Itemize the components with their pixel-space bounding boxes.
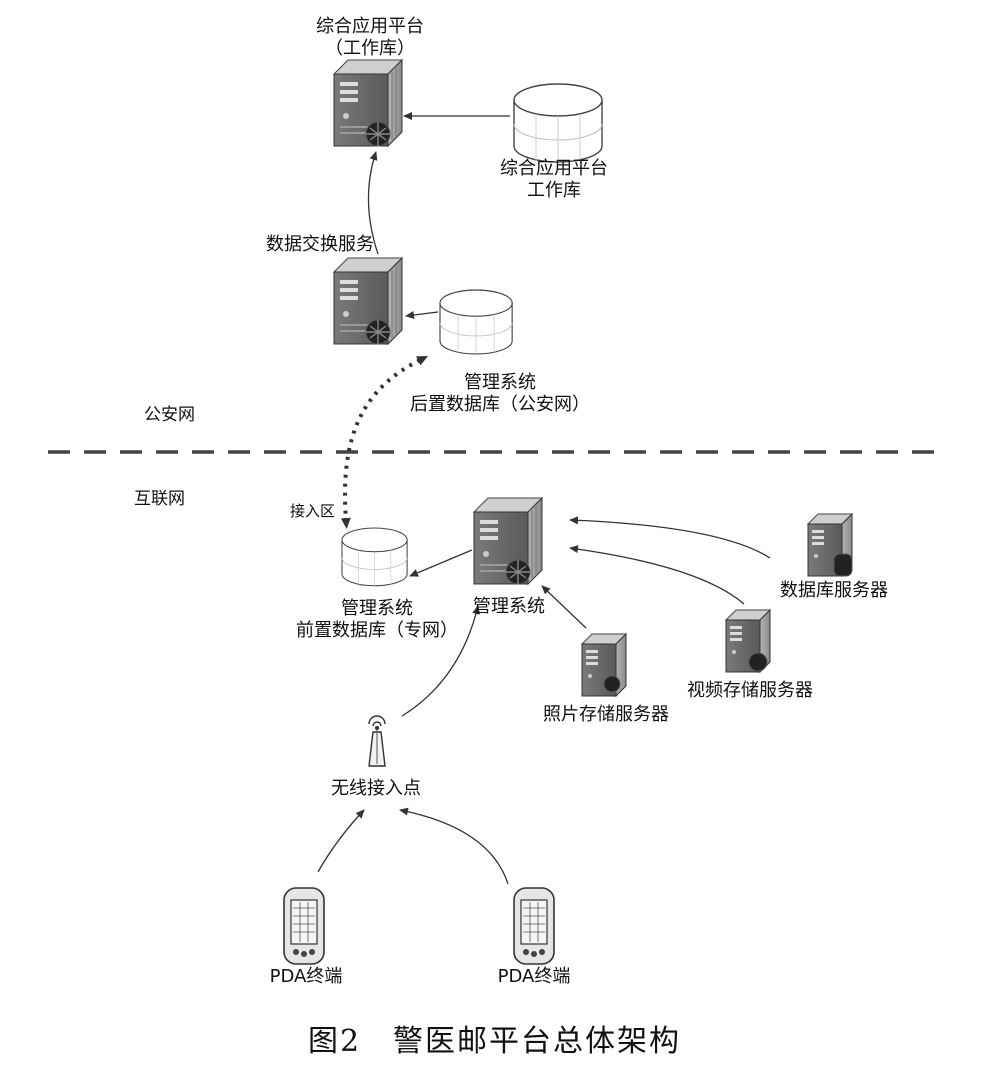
platform-server-label: 综合应用平台 （工作库） xyxy=(300,16,440,60)
platform-server xyxy=(333,59,403,147)
arrow-mgmt-to-frontdb xyxy=(409,549,473,577)
wireless-ap-icon xyxy=(368,715,386,767)
pda-1-label: PDA终端 xyxy=(269,966,343,987)
platform-db-label-line2: 工作库 xyxy=(527,180,581,201)
pda-1 xyxy=(283,887,325,965)
platform-server-label-line1: 综合应用平台 xyxy=(316,16,424,37)
arrow-pda1-to-ap xyxy=(317,809,365,873)
front-db xyxy=(341,527,408,587)
zone-label-internet: 互联网 xyxy=(134,489,185,509)
rear-db-label-line1: 管理系统 xyxy=(464,372,536,393)
front-db-label: 管理系统 前置数据库（专网） xyxy=(282,598,472,642)
mgmt-server xyxy=(473,497,543,585)
front-db-label-line1: 管理系统 xyxy=(341,598,413,619)
pda-2 xyxy=(513,887,555,965)
platform-db-label: 综合应用平台 工作库 xyxy=(484,158,624,202)
mgmt-server-label: 管理系统 xyxy=(473,596,545,617)
pda-2-label: PDA终端 xyxy=(497,966,571,987)
wireless-ap-label: 无线接入点 xyxy=(331,778,421,799)
arrow-pda2-to-ap xyxy=(399,807,509,885)
db-server-label: 数据库服务器 xyxy=(780,580,888,601)
platform-db-label-line1: 综合应用平台 xyxy=(500,158,608,179)
arrow-photo-to-mgmt xyxy=(541,585,587,629)
rear-db xyxy=(439,289,513,355)
exchange-server xyxy=(333,257,403,345)
db-server xyxy=(807,513,853,577)
photo-server xyxy=(581,633,627,697)
front-db-label-line2: 前置数据库（专网） xyxy=(296,620,458,641)
zone-label-police-net: 公安网 xyxy=(144,405,195,425)
platform-server-label-line2: （工作库） xyxy=(325,38,415,59)
video-server xyxy=(725,609,771,673)
exchange-server-label: 数据交换服务 xyxy=(266,234,374,255)
photo-server-label: 照片存储服务器 xyxy=(543,704,669,725)
video-server-label: 视频存储服务器 xyxy=(687,680,813,701)
figure-caption: 图2 警医邮平台总体架构 xyxy=(307,1024,682,1059)
arrow-ap-to-mgmt xyxy=(401,605,480,717)
rear-db-label: 管理系统 后置数据库（公安网） xyxy=(400,372,600,416)
access-zone-label: 接入区 xyxy=(290,502,336,520)
platform-db xyxy=(513,83,603,163)
arrow-dbserver-to-mgmt xyxy=(569,516,771,559)
arrow-reardb-to-exchange xyxy=(405,311,439,319)
rear-db-label-line2: 后置数据库（公安网） xyxy=(410,394,590,415)
arrow-exchange-to-platform xyxy=(367,151,379,255)
arrow-video-to-mgmt xyxy=(569,545,745,605)
